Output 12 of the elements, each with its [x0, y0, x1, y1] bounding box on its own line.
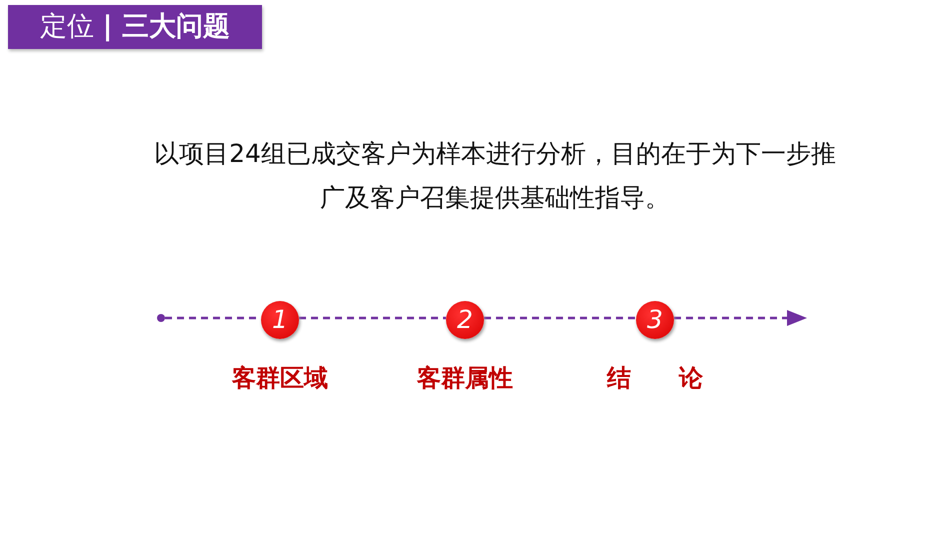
step-caption: 客群区域 — [230, 363, 329, 394]
start-dot — [157, 314, 165, 322]
title-banner: 定位 | 三大问题 — [8, 5, 262, 49]
step-caption: 客群属性 — [416, 363, 514, 394]
dashed-connector — [299, 316, 446, 320]
step-number-circle: 3 — [636, 301, 674, 339]
step-number-circle: 1 — [261, 301, 299, 339]
dashed-connector — [674, 310, 807, 326]
dashed-connector — [484, 316, 636, 320]
step-number-circle: 2 — [446, 301, 484, 339]
step-caption: 结 论 — [606, 363, 704, 394]
intro-paragraph: 以项目24组已成交客户为样本进行分析，目的在于为下一步推广及客户召集提供基础性指导。 — [153, 138, 837, 214]
